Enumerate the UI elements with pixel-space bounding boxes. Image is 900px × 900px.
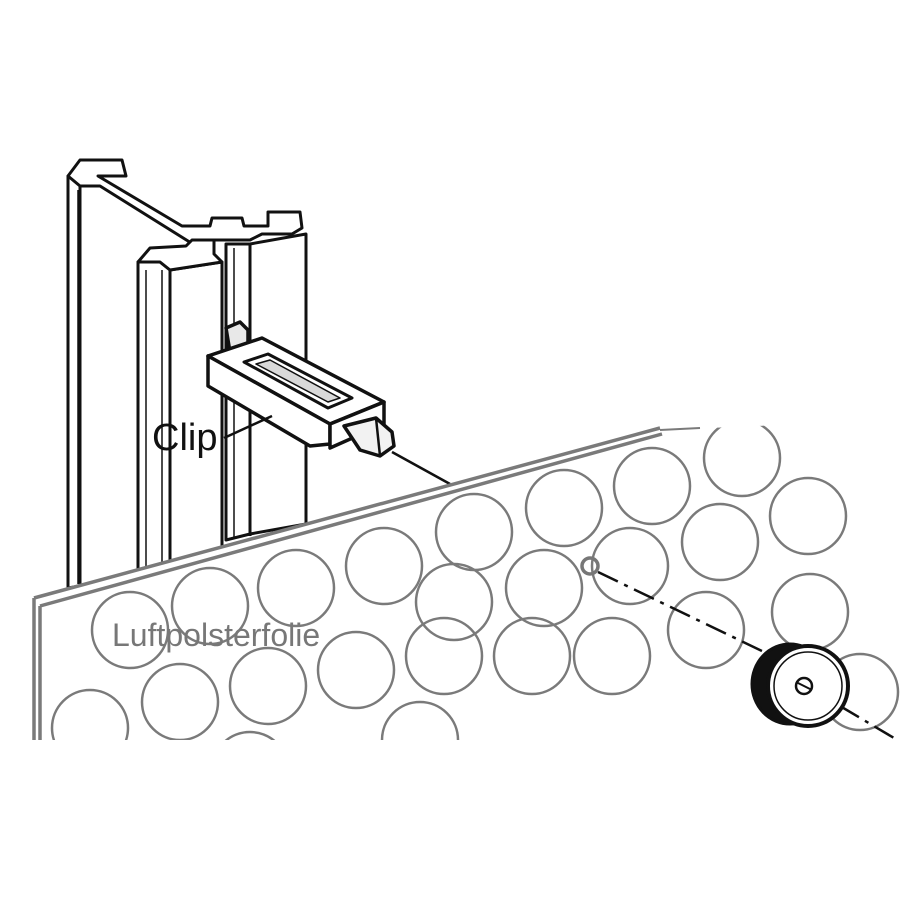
clip-front-face xyxy=(206,354,332,448)
axis-line xyxy=(597,570,765,654)
clip xyxy=(206,320,451,486)
foil-label: Luftpolsterfolie xyxy=(112,617,320,653)
washer-rim xyxy=(773,651,843,721)
clip-label: Clip xyxy=(152,417,217,459)
axis-line-end xyxy=(839,704,895,740)
clip-slot-inner xyxy=(255,359,341,403)
washer xyxy=(750,642,850,728)
clip-leader-line xyxy=(223,414,273,440)
clip-tension-pin xyxy=(342,416,396,458)
bubble-foil xyxy=(32,420,900,740)
profile-middle-top xyxy=(136,238,224,272)
mounting-axis xyxy=(580,556,895,740)
clip-wire xyxy=(391,450,451,486)
foil-hole-marker xyxy=(580,556,600,576)
foil-edge xyxy=(32,426,663,740)
profile-top-rail xyxy=(66,158,304,248)
frame-profile xyxy=(66,158,308,590)
profile-middle-bar-face xyxy=(168,260,224,564)
profile-middle-bar xyxy=(136,260,172,572)
